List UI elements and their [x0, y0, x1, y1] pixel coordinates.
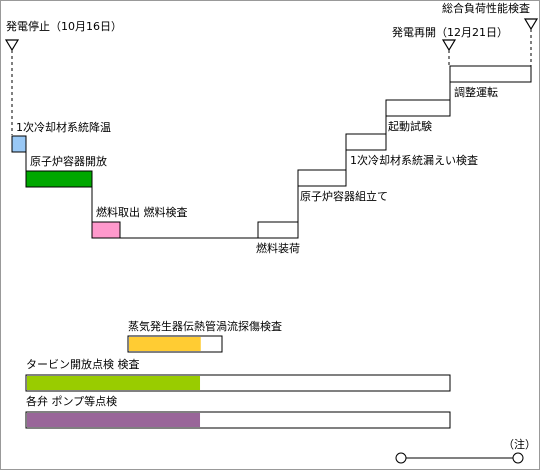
milestone-restart-triangle-icon: [441, 39, 457, 52]
step-vessel-assembly-box: [297, 169, 347, 187]
milestone-full-load-triangle-icon: [523, 18, 539, 31]
step-vessel-assembly-label: 原子炉容器組立て: [300, 189, 388, 203]
note-end-circle-icon: [512, 452, 524, 464]
step-adjust-run-box: [449, 65, 532, 83]
milestone-stop-triangle-icon: [4, 39, 20, 52]
task-pump-inspection-fill: [27, 413, 201, 427]
step-startup-test-box: [385, 99, 451, 117]
milestone-stop-label: 発電停止（10月16日）: [6, 19, 122, 33]
note-start-circle-icon: [395, 452, 407, 464]
task-turbine-inspection-label: タービン開放点検 検査: [26, 357, 140, 371]
step-vessel-open-label: 原子炉容器開放: [30, 154, 107, 168]
step-leak-test-label: 1次冷却材系統漏えい検査: [350, 153, 478, 167]
step-fuel-out-box: [91, 221, 121, 239]
step-fuel-load-label: 燃料装荷: [256, 241, 300, 255]
step-startup-test-label: 起動試験: [388, 119, 432, 133]
note-label: （注）: [503, 437, 536, 451]
task-sg-inspection-fill: [129, 337, 201, 351]
task-sg-inspection-label: 蒸気発生器伝熱管渦流探傷検査: [128, 319, 282, 333]
milestone-full-load-label: 総合負荷性能検査: [442, 1, 530, 15]
step-cooldown-box: [11, 135, 27, 153]
step-fuel-out-label: 燃料取出 燃料検査: [96, 205, 188, 219]
task-turbine-inspection-fill: [27, 376, 201, 390]
step-fuel-load-box: [257, 221, 299, 239]
milestone-restart-label: 発電再開（12月21日）: [392, 25, 508, 39]
step-vessel-open-box: [25, 170, 93, 188]
step-cooldown-label: 1次冷却材系統降温: [16, 120, 111, 134]
task-pump-inspection-label: 各弁 ポンプ等点検: [26, 394, 117, 408]
step-leak-test-box: [345, 133, 387, 151]
step-adjust-run-label: 調整運転: [454, 85, 498, 99]
